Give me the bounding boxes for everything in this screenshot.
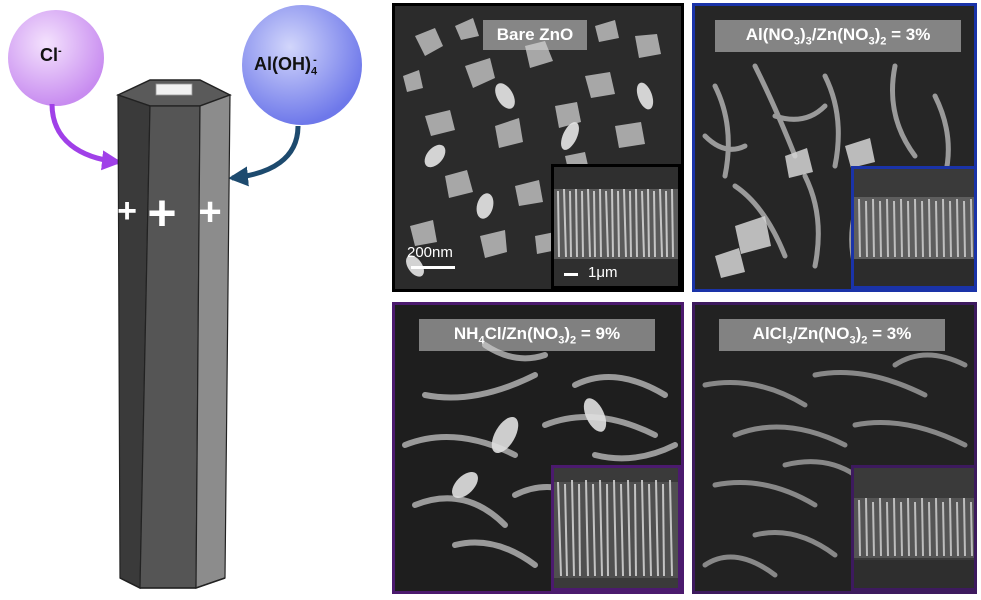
cross-section-inset-alcl3 <box>851 465 974 591</box>
nanorod-array-bare <box>554 167 678 286</box>
aluminate-arrow <box>228 125 301 187</box>
sem-panel-alcl3: AlCl3/Zn(NO3)2 = 3% <box>692 302 977 594</box>
charge-plus-right: + <box>198 190 221 234</box>
sem-panel-bare-zno: Bare ZnO 200nm 1μm <box>392 3 684 292</box>
scale-bar-inset <box>564 273 578 276</box>
charge-plus-center: + <box>147 185 176 241</box>
panel-label-alcl3: AlCl3/Zn(NO3)2 = 3% <box>719 319 945 352</box>
zno-nanorod <box>116 79 232 589</box>
chloride-ion-sphere <box>8 10 104 106</box>
panel-label-al-nitrate: Al(NO3)3/Zn(NO3)2 = 3% <box>715 20 961 53</box>
sem-panel-nh4cl: NH4Cl/Zn(NO3)2 = 9% <box>392 302 684 594</box>
schematic: + + + <box>8 5 362 589</box>
cross-section-inset-bare: 1μm <box>551 164 681 289</box>
cross-section-inset-al-nitrate <box>851 166 974 289</box>
scale-bar-main <box>411 266 455 269</box>
cross-section-inset-nh4cl <box>551 465 681 591</box>
nanorod-array-nh4cl <box>554 468 678 588</box>
aluminate-ion-label: Al(OH)4- <box>254 54 318 78</box>
aluminate-ion-sphere <box>242 5 362 125</box>
nanorod-array-alcl3 <box>854 468 974 588</box>
sem-panel-al-nitrate: Al(NO3)3/Zn(NO3)2 = 3% <box>692 3 977 292</box>
chloride-ion-label: Cl- <box>40 45 62 65</box>
panel-label-bare: Bare ZnO <box>483 20 587 50</box>
chloride-arrow <box>49 103 122 171</box>
scale-label-inset: 1μm <box>588 264 618 281</box>
charge-plus-left: + <box>117 192 137 230</box>
scale-label-main: 200nm <box>407 244 453 261</box>
nanorod-array-al-nitrate <box>854 169 974 286</box>
panel-label-nh4cl: NH4Cl/Zn(NO3)2 = 9% <box>419 319 655 352</box>
